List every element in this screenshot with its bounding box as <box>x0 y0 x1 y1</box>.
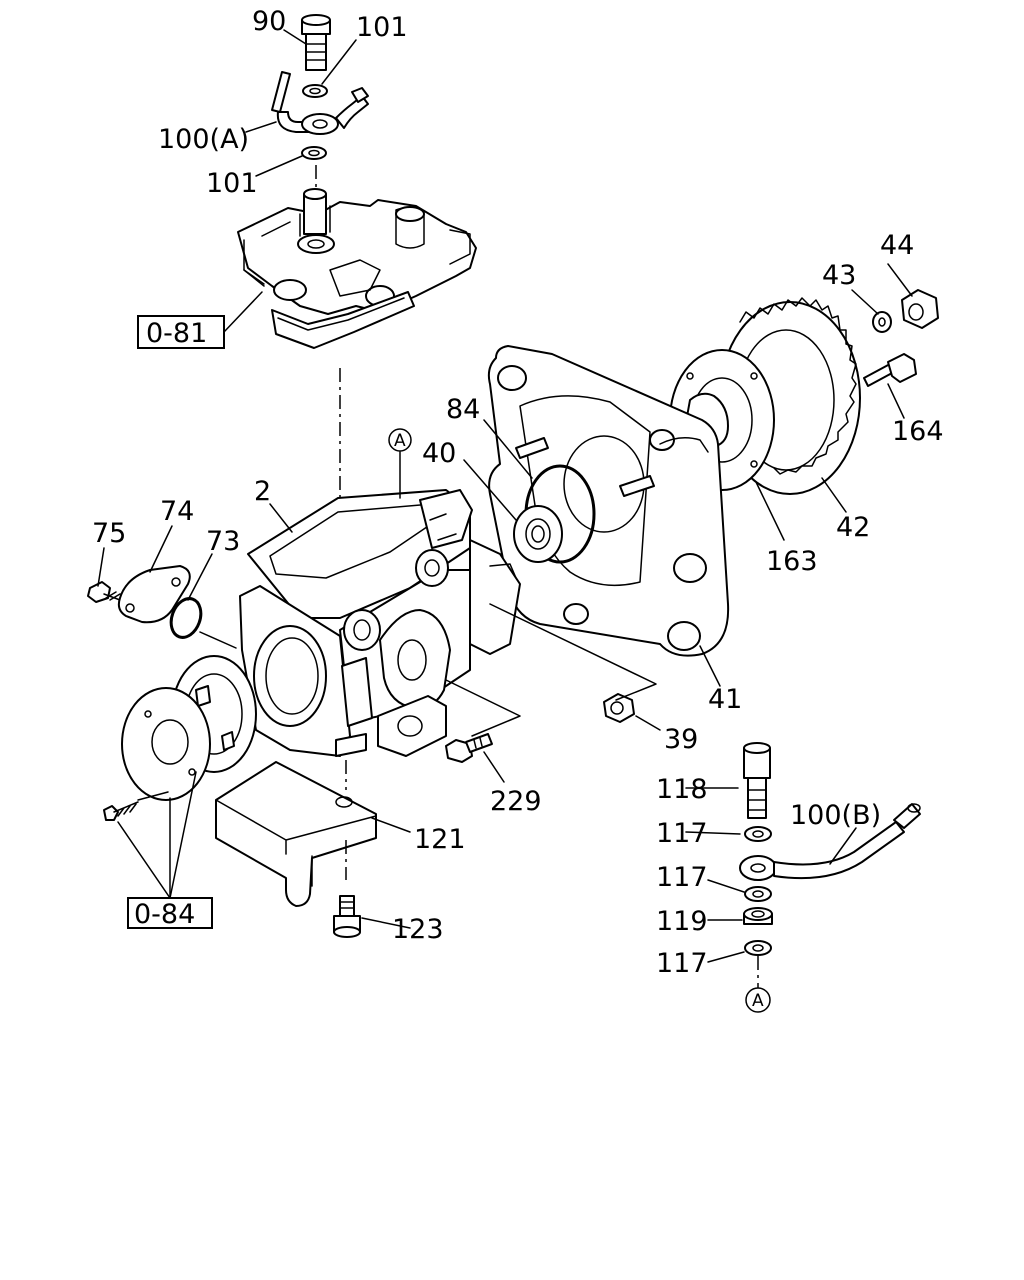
bolt-229 <box>445 733 493 763</box>
label-42: 42 <box>836 512 870 543</box>
label-100b: 100(B) <box>790 800 881 831</box>
label-74: 74 <box>160 496 194 527</box>
label-100a: 100(A) <box>158 124 249 155</box>
bearing-40 <box>513 505 563 563</box>
ref-circle-a-bottom <box>745 987 771 1013</box>
label-41: 41 <box>708 684 742 715</box>
label-101-lower: 101 <box>206 168 258 199</box>
bolt-164 <box>863 353 917 387</box>
screw-75 <box>87 581 121 603</box>
label-0-81: 0-81 <box>146 318 207 349</box>
washer-101-lower <box>301 146 327 160</box>
label-119: 119 <box>656 906 708 937</box>
label-43: 43 <box>822 260 856 291</box>
label-101-upper: 101 <box>356 12 408 43</box>
label-0-84: 0-84 <box>134 899 195 930</box>
washer-117-c <box>744 940 772 956</box>
plate-41 <box>487 345 730 657</box>
label-117-c: 117 <box>656 948 708 979</box>
washer-101-upper <box>302 84 328 98</box>
flange-cover <box>121 687 211 801</box>
label-90: 90 <box>252 6 286 37</box>
washer-117-b <box>744 886 772 902</box>
bolt-123 <box>333 895 361 938</box>
nut-44 <box>901 289 939 329</box>
label-a-bottom: A <box>752 991 764 1011</box>
banjo-bolt-118 <box>743 742 771 819</box>
label-118: 118 <box>656 774 708 805</box>
label-39: 39 <box>664 724 698 755</box>
ref-box-0-84 <box>127 897 213 929</box>
washer-43 <box>872 311 892 333</box>
label-229: 229 <box>490 786 542 817</box>
label-44: 44 <box>880 230 914 261</box>
label-a-top: A <box>394 431 406 451</box>
label-123: 123 <box>392 914 444 945</box>
flange-nut-39 <box>603 693 635 723</box>
pump-body-2 <box>239 489 521 757</box>
label-117-b: 117 <box>656 862 708 893</box>
label-117-a: 117 <box>656 818 708 849</box>
label-84: 84 <box>446 394 480 425</box>
washer-117-a <box>744 826 772 842</box>
spacer-119 <box>743 907 773 925</box>
fitting-100a <box>271 71 369 135</box>
bracket-121 <box>215 761 377 907</box>
label-40: 40 <box>422 438 456 469</box>
label-121: 121 <box>414 824 466 855</box>
banjo-bolt-90 <box>301 14 331 71</box>
o-ring-73 <box>169 597 203 639</box>
label-164: 164 <box>892 416 944 447</box>
label-2: 2 <box>254 476 271 507</box>
label-163: 163 <box>766 546 818 577</box>
ref-circle-a-top <box>388 428 412 452</box>
governor-housing <box>237 188 477 349</box>
label-73: 73 <box>206 526 240 557</box>
fitting-100b <box>739 803 921 881</box>
flange-screw <box>103 801 139 821</box>
label-75: 75 <box>92 518 126 549</box>
cover-74 <box>117 565 191 624</box>
